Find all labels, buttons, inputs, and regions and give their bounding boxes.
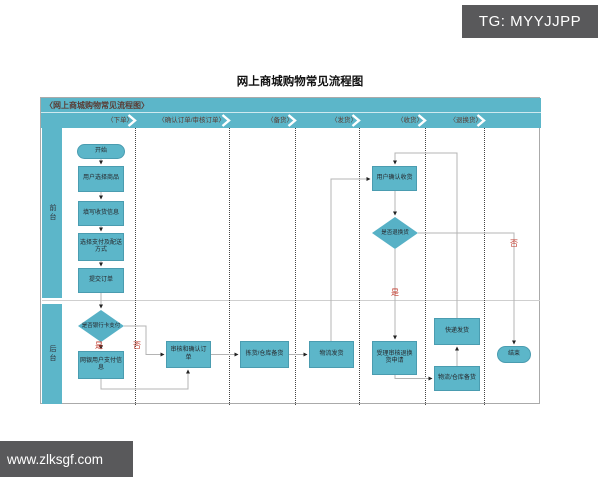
lane-frontend: 前台	[42, 128, 62, 298]
node-choose-payment: 选择支付及配送方式	[78, 233, 124, 261]
phase-chevron-icon	[417, 114, 427, 127]
phase-label-order: 〈下单〉	[107, 117, 133, 124]
flow-connectors	[99, 152, 516, 390]
column-divider	[229, 128, 230, 405]
node-submit-order: 提交订单	[78, 268, 124, 293]
flowchart-frame: 〈网上商城购物常见流程图〉 〈下单〉 〈确认订单/审核订单〉 〈备货〉 〈发货〉…	[40, 97, 541, 405]
lane-divider	[42, 300, 540, 301]
node-online-pay-info: 网银用户支付信息	[78, 351, 124, 379]
node-fill-address: 填写收货信息	[78, 201, 124, 226]
page-title: 网上商城购物常见流程图	[236, 76, 364, 88]
branch-label-no: 否	[133, 341, 141, 350]
column-divider	[484, 128, 485, 405]
node-return-restock: 物流/仓库备货	[434, 366, 480, 391]
flowchart-header-label: 〈网上商城购物常见流程图〉	[41, 98, 541, 113]
lane-backend: 后台	[42, 304, 62, 404]
phase-label-ship: 〈发货〉	[331, 117, 357, 124]
node-start: 开始	[77, 144, 125, 159]
phase-label-receive: 〈收货〉	[397, 117, 423, 124]
phase-chevron-icon	[476, 114, 486, 127]
node-pick-goods: 拣货/仓库备货	[240, 341, 289, 368]
node-confirm-receipt: 用户确认收货	[372, 166, 417, 191]
branch-label-yes: 是	[391, 288, 399, 297]
node-review-order: 审核和确认订单	[166, 341, 211, 368]
phase-chevron-icon	[351, 114, 361, 127]
node-return-request: 受理审核退换货申请	[372, 341, 417, 375]
node-end: 结束	[497, 346, 531, 363]
column-divider	[359, 128, 360, 405]
phase-label-prepare: 〈备货〉	[267, 117, 293, 124]
branch-label-yes: 是	[95, 341, 103, 350]
branch-label-no: 否	[510, 239, 518, 248]
phase-chevron-icon	[127, 114, 137, 127]
phase-chevron-icon	[221, 114, 231, 127]
tg-badge: TG: MYYJJPP	[462, 5, 598, 38]
node-select-goods: 用户选择商品	[78, 166, 124, 192]
column-divider	[135, 128, 136, 405]
node-logistics-ship: 物流发货	[309, 341, 354, 368]
phase-label-return: 〈退换货〉	[449, 117, 483, 124]
column-divider	[295, 128, 296, 405]
phase-chevron-icon	[287, 114, 297, 127]
watermark-badge: www.zlksgf.com	[0, 441, 133, 477]
phase-label-confirm: 〈确认订单/审核订单〉	[158, 117, 225, 124]
column-divider	[425, 128, 426, 405]
phase-bar	[41, 113, 541, 128]
node-express-reship: 快递发货	[434, 318, 480, 345]
